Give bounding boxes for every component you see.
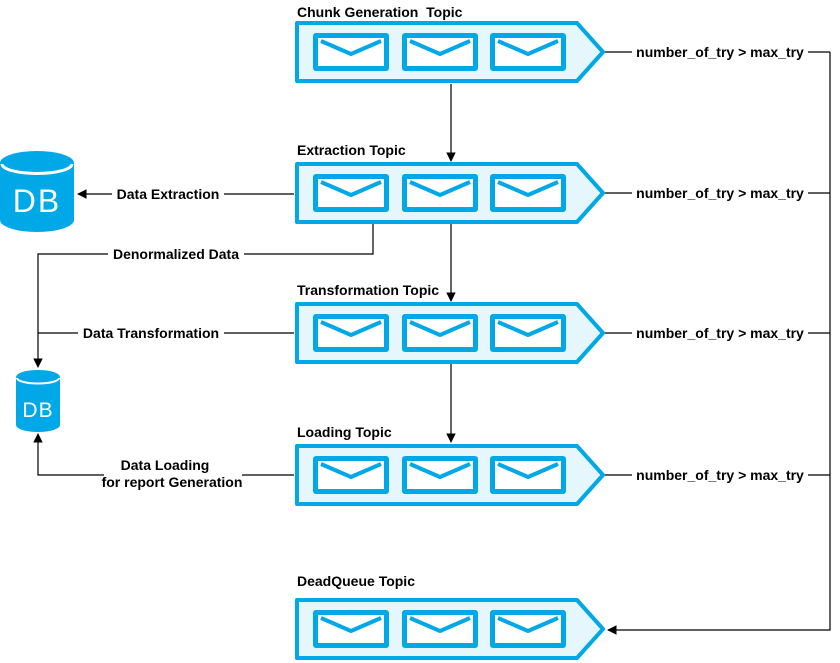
queue-extraction [295,162,605,224]
queue-chunk-generation [295,21,605,83]
database-label: DB [22,399,53,422]
topic-title-extraction: Extraction Topic [297,142,406,158]
envelope-icon [490,33,566,71]
envelope-icon [313,456,389,494]
envelope-icon [313,314,389,352]
topic-title-transformation: Transformation Topic [297,282,439,298]
topic-title-chunk-generation: Chunk Generation Topic [297,4,463,20]
label-retry-4: number_of_try > max_try [636,467,804,483]
envelope-icon [490,174,566,212]
label-retry-3: number_of_try > max_try [636,325,804,341]
envelope-icon [490,456,566,494]
database-icon [0,151,74,232]
envelope-icon [490,314,566,352]
label-data-loading-line1: Data Loading [121,457,210,473]
queues [295,21,605,660]
database-label: DB [13,183,61,219]
queue-loading [295,444,605,506]
topic-titles: Chunk Generation Topic Extraction Topic … [297,4,463,589]
envelope-icon [490,610,566,648]
label-data-transformation: Data Transformation [83,325,219,341]
queue-deadqueue [295,598,605,660]
label-denormalized-data: Denormalized Data [113,246,239,262]
envelope-icon [402,314,478,352]
label-retry-1: number_of_try > max_try [636,44,804,60]
edge-labels: Data Extraction Denormalized Data Data T… [78,43,808,492]
envelope-icon [313,174,389,212]
envelope-icon [313,33,389,71]
label-retry-2: number_of_try > max_try [636,185,804,201]
topic-title-loading: Loading Topic [297,424,392,440]
envelope-icon [402,456,478,494]
database-extraction: DB [0,151,74,232]
retry-bus-to-deadqueue [607,52,831,635]
envelope-icon [402,33,478,71]
label-data-extraction: Data Extraction [117,186,220,202]
label-data-loading-line2: for report Generation [102,474,243,490]
queue-transformation [295,302,605,364]
topic-title-deadqueue: DeadQueue Topic [297,573,415,589]
database-icon [16,370,60,432]
envelope-icon [402,174,478,212]
envelope-icon [313,610,389,648]
database-report: DB [16,370,60,432]
envelope-icon [402,610,478,648]
